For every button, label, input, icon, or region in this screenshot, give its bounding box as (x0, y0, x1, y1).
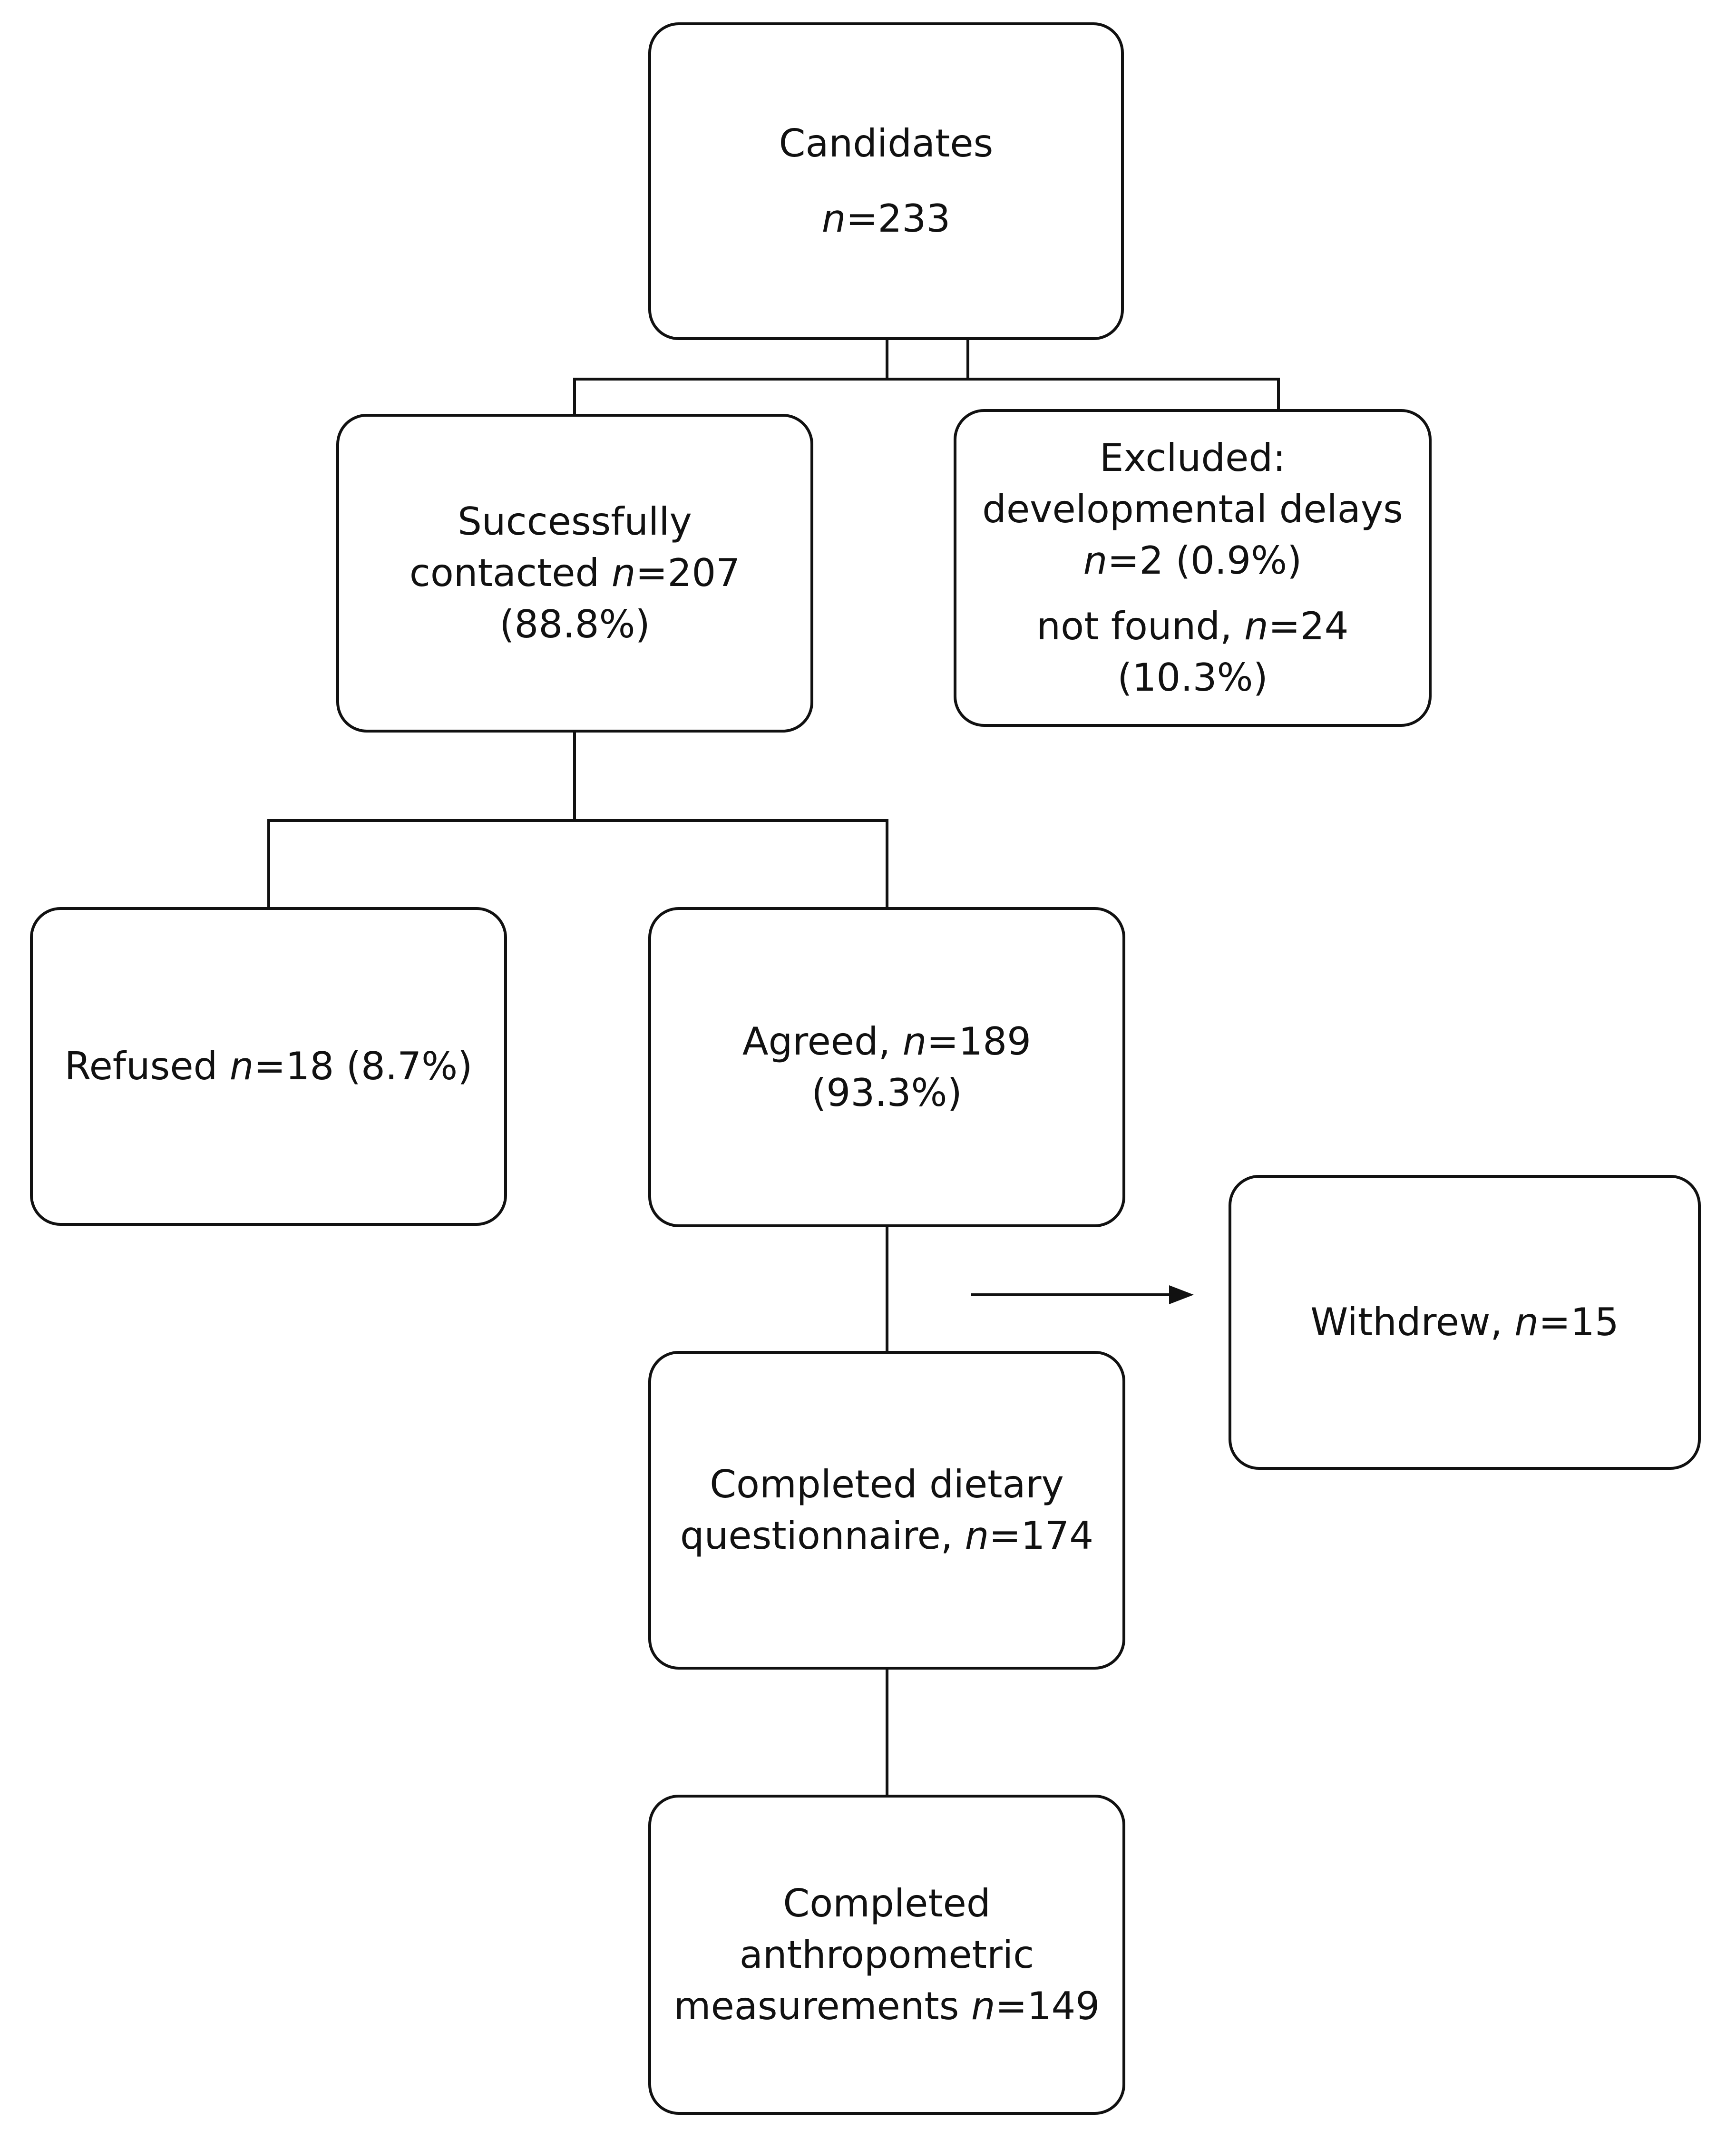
contacted-line1: Successfully (458, 499, 692, 544)
dietary-line1: Completed dietary (710, 1462, 1064, 1506)
dietary-box: Completed dietary questionnaire, n=174 (648, 1351, 1125, 1670)
contacted-percent: (88.8%) (499, 602, 650, 646)
anthropometric-box: Completed anthropometric measurements n=… (648, 1795, 1125, 2115)
agreed-box: Agreed, n=189 (93.3%) (648, 907, 1125, 1227)
excluded-box: Excluded: developmental delays n=2 (0.9%… (954, 409, 1432, 727)
anthropometric-line1: Completed (783, 1881, 991, 1925)
agreed-percent: (93.3%) (811, 1070, 962, 1115)
agreed-count: Agreed, n=189 (742, 1019, 1032, 1064)
contacted-count: contacted n=207 (409, 551, 741, 595)
excluded-reason-delays: developmental delays (982, 487, 1403, 531)
candidates-title: Candidates (779, 121, 994, 166)
withdrew-box: Withdrew, n=15 (1229, 1175, 1701, 1470)
dietary-count: questionnaire, n=174 (680, 1514, 1094, 1558)
refused-box: Refused n=18 (8.7%) (30, 907, 507, 1226)
anthropometric-line2: anthropometric (739, 1932, 1034, 1977)
excluded-not-found-count: not found, n=24 (1036, 604, 1349, 648)
excluded-delays-count: n=2 (0.9%) (1083, 538, 1302, 583)
withdrew-arrow-head (1169, 1285, 1194, 1304)
excluded-title: Excluded: (1099, 436, 1286, 480)
candidates-box: Candidates n=233 (648, 22, 1124, 340)
anthropometric-count: measurements n=149 (673, 1984, 1100, 2028)
contacted-box: Successfully contacted n=207 (88.8%) (336, 414, 813, 733)
candidates-count: n=233 (821, 196, 951, 241)
excluded-not-found-percent: (10.3%) (1117, 655, 1268, 700)
refused-count: Refused n=18 (8.7%) (64, 1044, 473, 1088)
withdrew-count: Withdrew, n=15 (1310, 1300, 1619, 1344)
